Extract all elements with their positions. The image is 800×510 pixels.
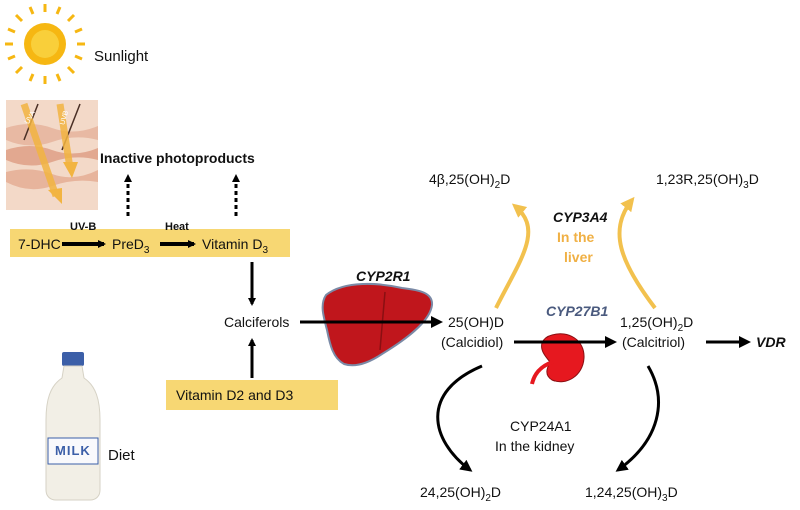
uvb-step-label: UV-B	[70, 221, 97, 233]
metabolite-1-24-25: 1,24,25(OH)3D	[585, 484, 678, 504]
dietary-vitamin-label: Vitamin D2 and D3	[176, 387, 294, 403]
calcitriol-name: (Calcitriol)	[622, 334, 685, 350]
metabolite-1-23r: 1,23R,25(OH)3D	[656, 171, 759, 191]
sun-icon	[5, 4, 85, 84]
vitamin-d3-label: Vitamin D3	[202, 236, 268, 256]
cyp27b1-label: CYP27B1	[546, 303, 609, 319]
sunlight-label: Sunlight	[94, 48, 149, 65]
arrow-to-4beta	[494, 203, 531, 309]
calcidiol-name: (Calcidiol)	[441, 334, 504, 350]
liver-icon	[321, 282, 434, 367]
arrow-to-1-23r	[617, 196, 657, 310]
arrow-to-24-25	[436, 364, 483, 472]
liver-note-line2: liver	[564, 249, 593, 265]
cyp2r1-label: CYP2R1	[356, 268, 411, 284]
inactive-photoproducts-label: Inactive photoproducts	[100, 150, 255, 166]
arrow-to-1-24-25	[615, 365, 660, 472]
calcidiol-formula: 25(OH)D	[448, 314, 505, 330]
pred3-label: PreD3	[112, 236, 150, 256]
skin-pathway-box	[10, 229, 290, 257]
in-the-kidney-label: In the kidney	[495, 438, 575, 454]
metabolite-24-25: 24,25(OH)2D	[420, 484, 502, 504]
vdr-label: VDR	[756, 334, 786, 350]
kidney-icon	[530, 333, 585, 385]
milk-label: MILK	[55, 443, 91, 458]
skin-illustration	[6, 100, 98, 210]
diet-label: Diet	[108, 447, 135, 464]
cyp24a1-label: CYP24A1	[510, 418, 572, 434]
heat-step-label: Heat	[165, 221, 189, 233]
liver-note-line1: In the	[557, 229, 595, 245]
calciferols-label: Calciferols	[224, 314, 290, 330]
7dhc-label: 7-DHC	[18, 236, 61, 252]
milk-bottle-icon	[45, 352, 101, 501]
cyp3a4-label: CYP3A4	[553, 209, 608, 225]
dietary-box	[166, 380, 338, 410]
metabolite-4beta: 4β,25(OH)2D	[429, 171, 511, 191]
calcitriol-formula: 1,25(OH)2D	[620, 314, 694, 334]
